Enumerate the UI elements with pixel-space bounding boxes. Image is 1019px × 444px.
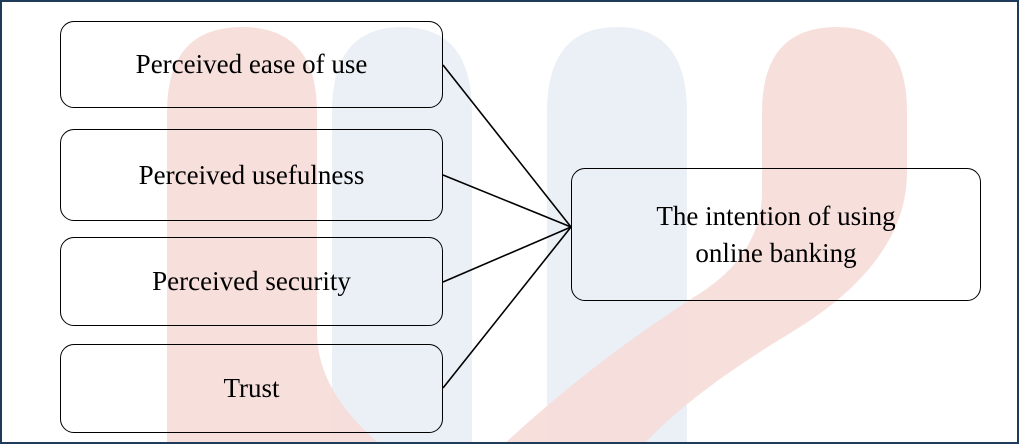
node-perceived-usefulness: Perceived usefulness [60, 129, 443, 221]
outcome-label-line-1: The intention of using [656, 201, 896, 232]
node-label: Trust [223, 373, 280, 404]
node-label: Perceived usefulness [138, 159, 365, 190]
connector-security [442, 226, 572, 283]
watermark-red-right [506, 27, 907, 442]
node-trust: Trust [60, 344, 443, 433]
node-label: Perceived security [152, 266, 351, 297]
connector-trust [442, 226, 572, 389]
connector-usefulness [442, 174, 572, 228]
node-perceived-ease-of-use: Perceived ease of use [60, 21, 443, 108]
node-label: Perceived ease of use [135, 49, 368, 80]
node-perceived-security: Perceived security [60, 237, 443, 326]
watermark-red-left [167, 27, 378, 442]
outcome-label-line-2: online banking [695, 237, 857, 268]
node-intention-online-banking: The intention of using online banking [571, 168, 981, 301]
connector-ease-of-use [442, 64, 572, 228]
